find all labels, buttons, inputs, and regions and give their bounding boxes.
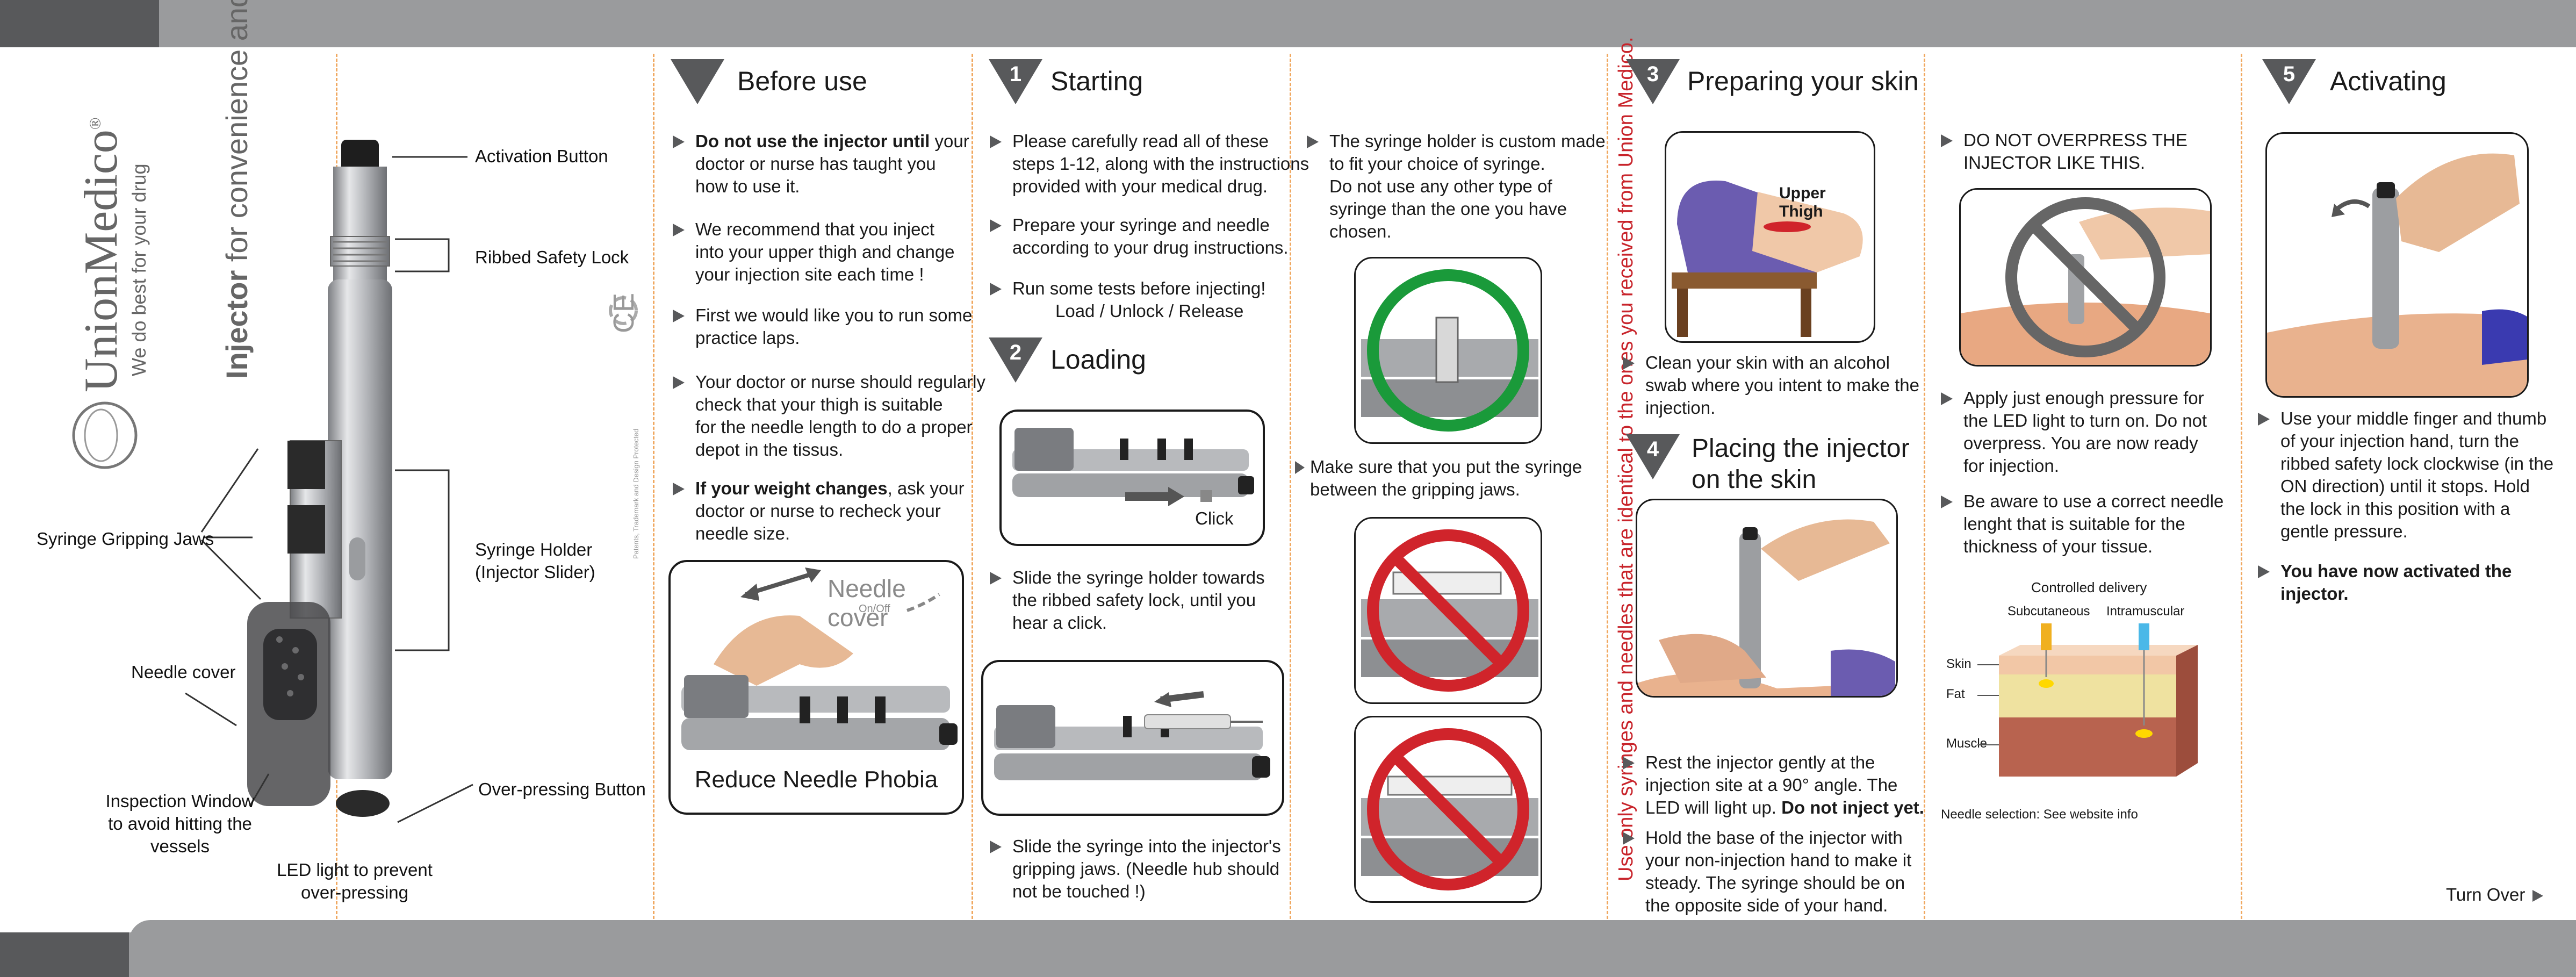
wrong-syringe-illustration bbox=[1354, 716, 1542, 903]
upper-thigh-illustration: Upper Thigh bbox=[1665, 131, 1875, 343]
on-off-label: On/Off bbox=[859, 603, 890, 615]
upper-thigh-label: Upper Thigh bbox=[1779, 184, 1826, 220]
label-ribbed-safety-lock: Ribbed Safety Lock bbox=[475, 247, 629, 267]
loading-title: Loading bbox=[1050, 344, 1146, 375]
injector-slide-drawing bbox=[1012, 428, 1254, 506]
reduce-needle-phobia-caption: Reduce Needle Phobia bbox=[694, 766, 938, 793]
correct-check-circle-icon bbox=[1361, 269, 1538, 432]
placing-injector-illustration bbox=[1636, 499, 1898, 698]
correct-syringe-illustration bbox=[1354, 257, 1542, 444]
label-needle-cover: Needle cover bbox=[131, 662, 236, 682]
needle-cover-label: Needle cover bbox=[828, 574, 906, 631]
label-activation-button: Activation Button bbox=[475, 146, 608, 166]
fold-line bbox=[1607, 54, 1608, 919]
click-label: Click bbox=[1195, 508, 1234, 528]
syringe-insert-drawing bbox=[994, 691, 1270, 780]
label-syringe-holder: Syringe Holder(Injector Slider) bbox=[475, 540, 595, 582]
starting-title: Starting bbox=[1050, 66, 1143, 96]
wrong-syringe-illustration bbox=[1354, 517, 1542, 704]
top-bar bbox=[0, 0, 2576, 47]
loading-click-illustration: Click bbox=[999, 410, 1265, 546]
prohibited-icon bbox=[1361, 728, 1538, 890]
intramuscular-label: Intramuscular bbox=[2106, 604, 2185, 619]
step-3-badge: 3 bbox=[1626, 59, 1680, 104]
fold-line bbox=[1924, 54, 1925, 919]
muscle-layer-label: Muscle bbox=[1946, 736, 1988, 751]
step-2-badge: 2 bbox=[989, 337, 1042, 383]
activating-hand-drawing bbox=[2267, 153, 2527, 396]
brand-logo bbox=[70, 400, 140, 470]
tissue-layers-diagram bbox=[1977, 623, 2198, 777]
before-use-title: Before use bbox=[737, 66, 867, 96]
activating-title: Activating bbox=[2330, 66, 2447, 96]
hand-placing-injector-drawing bbox=[1637, 519, 1895, 696]
syringe-insert-illustration bbox=[981, 660, 1284, 816]
fold-line bbox=[653, 54, 654, 919]
injector-pen-illustration bbox=[247, 140, 392, 817]
preparing-skin-title: Preparing your skin bbox=[1687, 66, 1919, 96]
tissue-diagram-title: Controlled delivery bbox=[2031, 579, 2147, 595]
starting-item: Run some tests before injecting!Load / U… bbox=[990, 277, 1319, 322]
needle-selection-note: Needle selection: See website info bbox=[1941, 807, 2138, 822]
needle-cover-illustration-box: Needle cover On/Off Reduce Needle Phobia bbox=[668, 560, 964, 815]
thigh-drawing bbox=[1672, 181, 1863, 337]
fold-line bbox=[2241, 54, 2242, 919]
bottom-bar-curve bbox=[129, 920, 2576, 942]
hand-injector-drawing bbox=[681, 567, 958, 750]
turn-over-link[interactable]: Turn Over bbox=[2446, 885, 2544, 905]
bottom-bar-accent bbox=[0, 932, 129, 977]
activating-illustration bbox=[2265, 132, 2529, 398]
step-5-badge: 5 bbox=[2262, 59, 2316, 104]
label-over-pressing-button: Over-pressing Button bbox=[478, 779, 646, 799]
step-1-badge: 1 bbox=[989, 59, 1042, 104]
overpress-prohibited-icon bbox=[1961, 197, 2210, 365]
top-bar-accent bbox=[0, 0, 159, 47]
section-triangle-icon bbox=[671, 59, 724, 104]
fat-layer-label: Fat bbox=[1946, 687, 1965, 701]
device-leader-lines bbox=[185, 156, 473, 823]
play-arrow-icon bbox=[2532, 890, 2544, 902]
subcutaneous-label: Subcutaneous bbox=[2007, 604, 2090, 619]
overpress-illustration bbox=[1959, 188, 2212, 367]
step-4-badge: 4 bbox=[1626, 434, 1680, 479]
label-syringe-gripping-jaws: Syringe Gripping Jaws bbox=[37, 529, 214, 549]
prohibited-icon bbox=[1361, 529, 1538, 692]
recycle-icon bbox=[607, 294, 639, 329]
fold-line bbox=[972, 54, 973, 919]
skin-layer-label: Skin bbox=[1946, 657, 1971, 671]
fold-line bbox=[1290, 54, 1291, 919]
